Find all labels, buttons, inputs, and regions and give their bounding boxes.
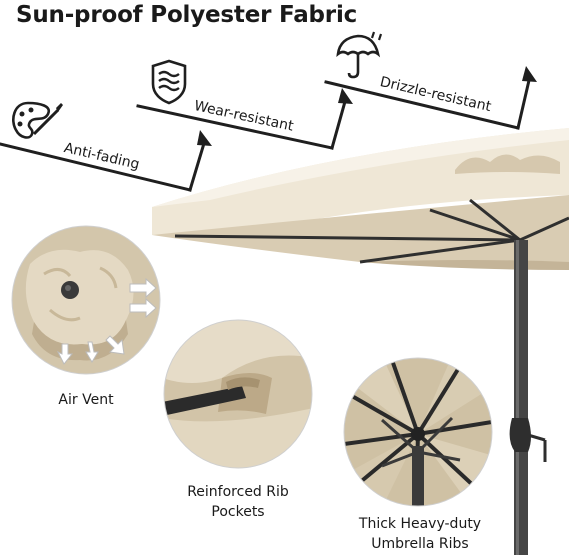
caption-umbrella-ribs-line2: Umbrella Ribs xyxy=(371,536,469,552)
rib-pocket-photo xyxy=(163,319,313,469)
feature-drizzle-resistant xyxy=(334,30,386,82)
caption-rib-pockets: Reinforced Rib Pockets xyxy=(158,482,318,522)
air-vent-photo xyxy=(11,225,161,375)
caption-rib-pockets-line1: Reinforced Rib xyxy=(187,484,289,500)
umbrella-ribs-photo xyxy=(343,357,493,507)
caption-umbrella-ribs-line1: Thick Heavy-duty xyxy=(358,516,482,532)
feature-anti-fading xyxy=(8,98,66,146)
feature-wear-resistant xyxy=(148,58,190,106)
wave-shield-icon xyxy=(151,59,187,105)
caption-rib-pockets-line2: Pockets xyxy=(211,504,265,520)
page-title: Sun-proof Polyester Fabric xyxy=(16,2,358,28)
caption-air-vent: Air Vent xyxy=(58,392,114,408)
caption-umbrella-ribs: Thick Heavy-duty Umbrella Ribs xyxy=(340,514,500,554)
palette-icon xyxy=(12,101,63,139)
umbrella-rain-icon xyxy=(336,31,383,79)
